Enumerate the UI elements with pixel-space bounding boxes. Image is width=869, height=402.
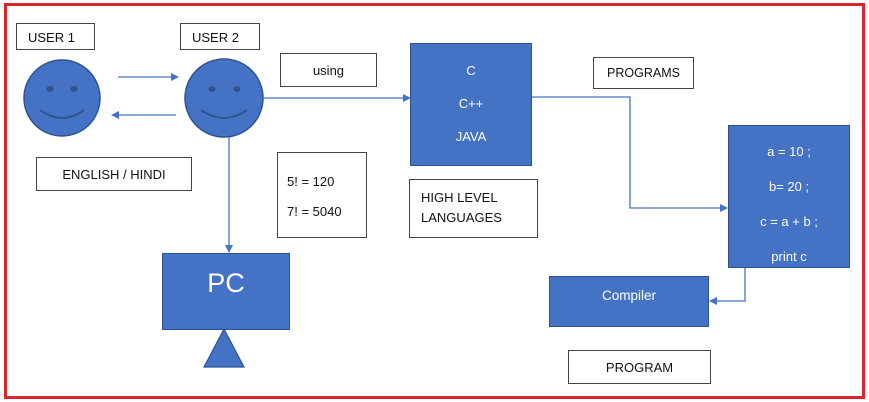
code-line-1: a = 10 ; (767, 144, 811, 159)
programs-label: PROGRAMS (593, 57, 694, 89)
pc-stand-triangle (203, 327, 245, 368)
user2-smiley-icon (184, 58, 264, 138)
using-label: using (280, 53, 377, 87)
language-cpp: C++ (458, 96, 484, 111)
factorial-line-2: 7! = 5040 (287, 204, 342, 219)
factorial-line-1: 5! = 120 (287, 174, 335, 189)
language-java: JAVA (455, 129, 487, 144)
pc-box: PC (162, 253, 290, 330)
english-hindi-label-text: ENGLISH / HINDI (62, 166, 166, 182)
code-line-2: b= 20 ; (768, 179, 810, 194)
arrow-code-to-compiler (709, 268, 746, 305)
program-label: PROGRAM (568, 350, 711, 384)
compiler-box: Compiler (549, 276, 709, 327)
languages-box: C C++ JAVA (410, 43, 532, 166)
high-level-languages-label: HIGH LEVEL LANGUAGES (409, 179, 538, 238)
code-line-4: print c (771, 249, 807, 264)
user2-label-text: USER 2 (192, 30, 239, 45)
program-label-text: PROGRAM (605, 359, 674, 375)
user2-label: USER 2 (180, 23, 260, 50)
english-hindi-label: ENGLISH / HINDI (36, 157, 192, 191)
language-c: C (466, 63, 476, 78)
diagram-frame (4, 3, 865, 399)
programs-label-text: PROGRAMS (607, 66, 680, 80)
using-label-text: using (312, 62, 345, 78)
high-level-line-2: LANGUAGES (421, 210, 502, 225)
user1-smiley-icon (23, 59, 101, 137)
factorial-box: 5! = 120 7! = 5040 (277, 152, 367, 238)
pc-label: PC (207, 268, 245, 298)
high-level-line-1: HIGH LEVEL (421, 190, 498, 205)
code-box: a = 10 ; b= 20 ; c = a + b ; print c (728, 125, 850, 268)
arrow-languages-to-code (532, 96, 728, 212)
code-line-3: c = a + b ; (760, 214, 818, 229)
user1-label: USER 1 (16, 23, 95, 50)
user1-label-text: USER 1 (28, 30, 75, 45)
compiler-label: Compiler (601, 288, 656, 303)
